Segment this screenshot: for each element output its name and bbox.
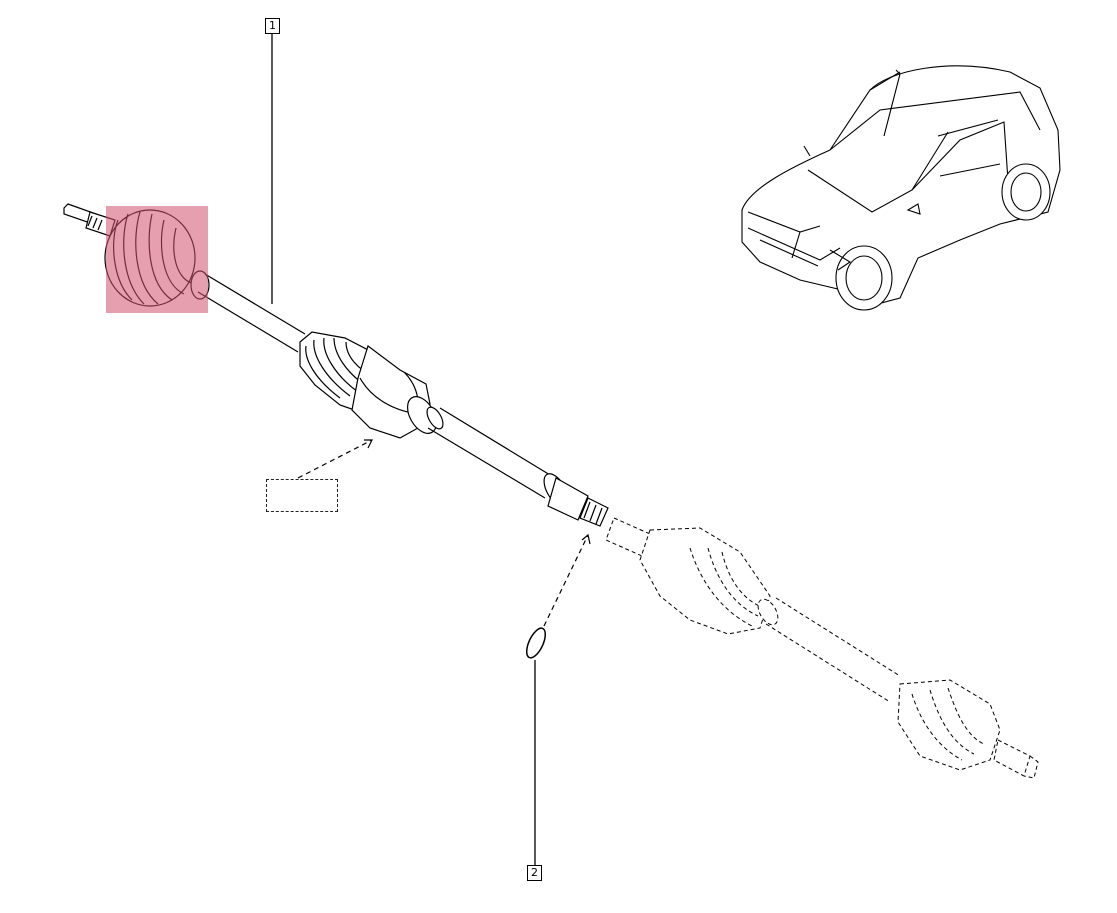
inner-joint-housing[interactable] — [351, 345, 446, 439]
snap-ring-arrow — [581, 533, 591, 545]
callout-1-label[interactable]: 1 — [265, 18, 280, 34]
vehicle-illustration — [741, 65, 1061, 311]
ref-leader — [297, 439, 373, 479]
ghost-shaft-assembly — [605, 517, 1039, 779]
snap-ring[interactable] — [523, 626, 549, 661]
intermediate-shaft — [427, 407, 609, 527]
ref-leader-arrow — [364, 439, 373, 449]
reference-box[interactable] — [266, 479, 338, 512]
snap-ring-leader — [543, 534, 589, 627]
callout-2-label[interactable]: 2 — [527, 865, 542, 881]
main-shaft — [197, 273, 306, 353]
outer-boot-highlight — [106, 206, 208, 313]
